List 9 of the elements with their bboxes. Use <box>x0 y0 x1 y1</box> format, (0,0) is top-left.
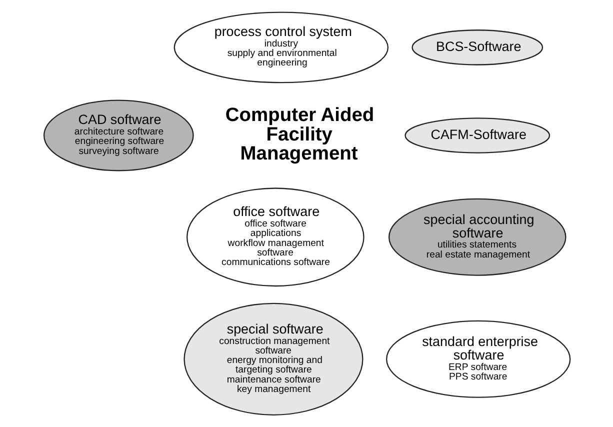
node-ellipse: process control system industry supply and environmental engineering <box>173 12 388 84</box>
node-ellipse: CAD software architecture software engineering software surveying software <box>42 100 194 172</box>
node-ellipse: BCS-Software <box>411 30 543 66</box>
node-ellipse: special software construction management software energy monitoring and targeting software maintenance software key management <box>183 302 363 416</box>
node-ellipse: office software office software applications workflow management software communications software <box>186 188 364 287</box>
label: Computer Aided Facility Management <box>224 105 374 165</box>
node-ellipse: standard enterprise software ERP software PPS software <box>386 320 570 398</box>
node-ellipse: CAFM-Software <box>404 118 550 154</box>
node-ellipse: special accounting software utilities statements real estate management <box>388 198 566 276</box>
